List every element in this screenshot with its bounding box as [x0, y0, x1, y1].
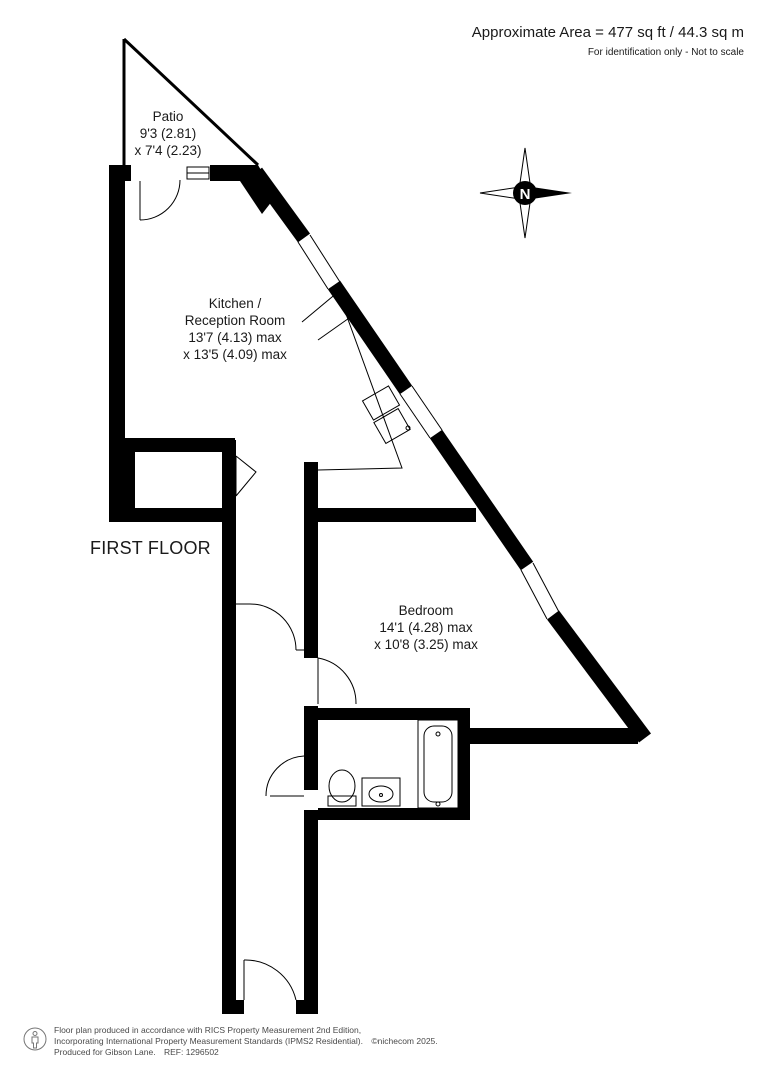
kitchen-dim-1: 13'7 (4.13) max	[188, 330, 282, 345]
patio-dim-1: 9'3 (2.81)	[139, 126, 197, 141]
compass-letter: N	[520, 186, 531, 203]
footer-line-3: Produced for Gibson Lane. REF: 1296502	[54, 1047, 438, 1058]
room-label-kitchen: Kitchen / Reception Room 13'7 (4.13) max…	[160, 295, 310, 363]
bathroom-fixtures	[327, 719, 459, 809]
windows	[297, 234, 560, 620]
kitchen-name-2: Reception Room	[184, 313, 286, 328]
footer-line-1: Floor plan produced in accordance with R…	[54, 1025, 362, 1035]
bedroom-dim-2: x 10'8 (3.25) max	[374, 637, 478, 652]
footer-note: Floor plan produced in accordance with R…	[54, 1025, 438, 1058]
patio-name: Patio	[152, 109, 184, 124]
compass	[479, 147, 572, 239]
room-label-bedroom: Bedroom 14'1 (4.28) max x 10'8 (3.25) ma…	[356, 602, 496, 653]
footer-line-2: Incorporating International Property Mea…	[54, 1036, 438, 1047]
identification-note: For identification only - Not to scale	[587, 47, 744, 58]
walls	[109, 165, 638, 1014]
room-label-patio: Patio 9'3 (2.81) x 7'4 (2.23)	[128, 108, 208, 159]
patio-outline	[122, 37, 260, 167]
kitchen-units	[301, 291, 411, 471]
kitchen-dim-2: x 13'5 (4.09) max	[183, 347, 287, 362]
approximate-area: Approximate Area = 477 sq ft / 44.3 sq m	[471, 24, 744, 41]
footer-produced-for: Produced for Gibson Lane.	[54, 1047, 156, 1057]
patio-dim-2: x 7'4 (2.23)	[134, 143, 202, 158]
hall-doors	[236, 603, 357, 1001]
footer-standards: Incorporating International Property Mea…	[54, 1036, 363, 1046]
bedroom-dim-1: 14'1 (4.28) max	[379, 620, 473, 635]
footer-copyright: ©nichecom 2025.	[371, 1036, 438, 1046]
kitchen-door	[235, 455, 257, 497]
rics-person-icon	[23, 1027, 47, 1051]
footer-reference: REF: 1296502	[163, 1047, 219, 1057]
floor-label: FIRST FLOOR	[90, 538, 211, 558]
kitchen-name-1: Kitchen /	[208, 296, 262, 311]
bedroom-name: Bedroom	[398, 603, 454, 618]
patio-door	[139, 166, 210, 221]
